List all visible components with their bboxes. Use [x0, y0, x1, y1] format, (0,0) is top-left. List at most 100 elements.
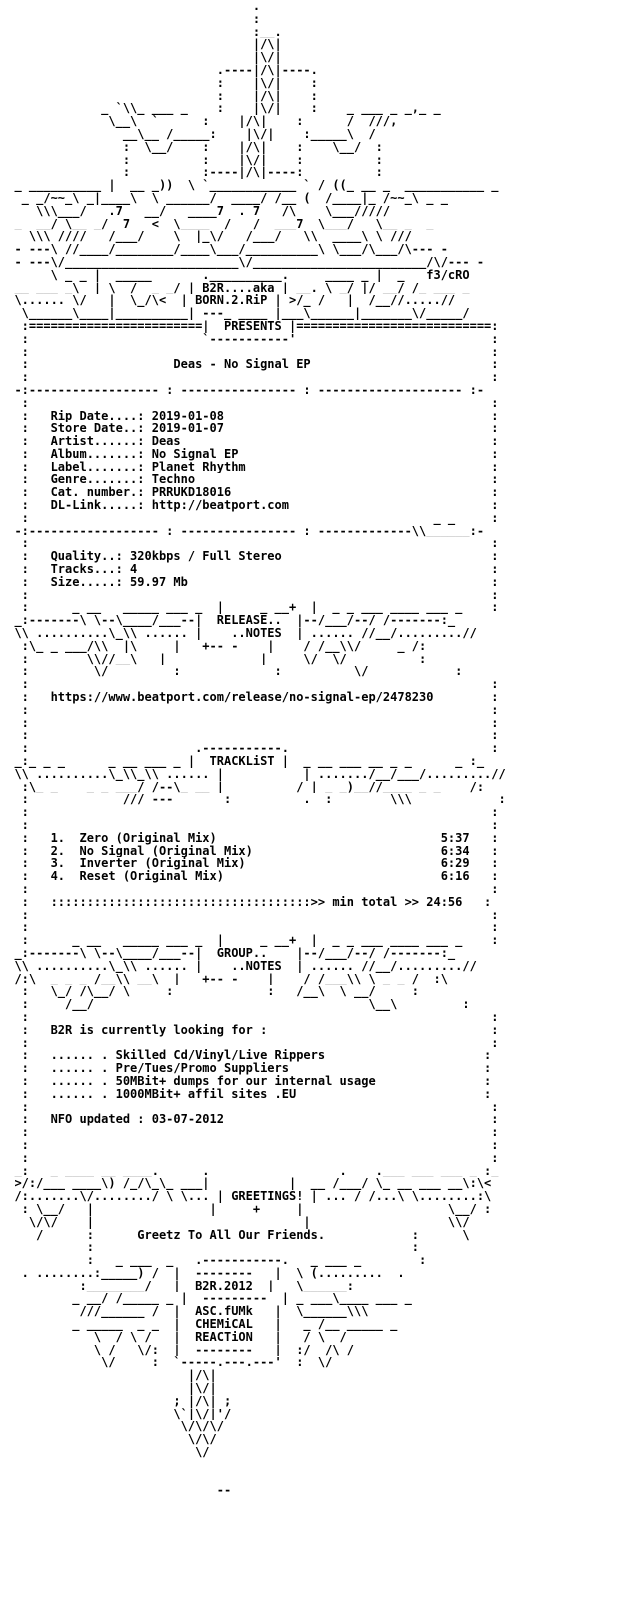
nfo-line: \/\/ | | \\/	[0, 1215, 470, 1229]
nfo-line: : : |\/| : :	[0, 153, 383, 167]
nfo-line: : :	[0, 703, 499, 717]
nfo-line: : :	[0, 1241, 420, 1255]
nfo-line: \/ : `-----.---.---' : \/	[0, 1356, 333, 1370]
nfo-line: \\ ..........\_\\ ...... | ..NOTES | ...…	[0, 627, 477, 640]
nfo-line: : \\//__\ | | \/ \/ :	[0, 652, 427, 666]
nfo-line: \\\ //// /___/ \ |_\/ /___/ \\ ____\ \ /…	[0, 230, 412, 244]
nfo-line: : 1. Zero (Original Mix) 5:37 :	[0, 831, 499, 845]
nfo-line: : Album.......: No Signal EP :	[0, 447, 499, 461]
nfo-line: : _ __ _____ ___ _ | _ __+ | _ _ ___ ___…	[0, 601, 499, 615]
nfo-line: : ...... . 50MBit+ dumps for our interna…	[0, 1074, 492, 1088]
nfo-line: : \__/ : |/\| : \__/ :	[0, 140, 383, 154]
nfo-line: .----|/\|----.	[0, 63, 318, 77]
nfo-line: : :	[0, 396, 499, 410]
nfo-line: : B2R is currently looking for : :	[0, 1023, 499, 1037]
nfo-line: -:------------------ : ---------------- …	[0, 524, 485, 538]
nfo-line: : .-----------. :	[0, 742, 499, 756]
nfo-line: __ ___ _\ | \ / _ _/ | B2R....aka | __. …	[0, 281, 470, 295]
nfo-line: _ __/ /_____ _ | --------- | _ ___\____ …	[0, 1292, 412, 1306]
nfo-line: ///______ / | ASC.fUMk | \______\\\	[0, 1305, 369, 1319]
nfo-line: |\/|	[0, 1382, 217, 1395]
nfo-line: /:.......\/......../ \ \... | GREETINGS!…	[0, 1190, 492, 1203]
nfo-line: : NFO updated : 03-07-2012 :	[0, 1113, 499, 1127]
nfo-line: \/\/\/	[0, 1420, 224, 1434]
nfo-line: : DL-Link.....: http://beatport.com :	[0, 499, 499, 512]
nfo-line: :________/ | B2R.2012 | \______:	[0, 1279, 355, 1293]
nfo-line: /:\ _ _ _ /__\\ __\ | +-- - | / /___\\ \…	[0, 972, 448, 986]
nfo-line: |/\|	[0, 38, 282, 52]
nfo-line: - ---\/________________________\/_______…	[0, 255, 485, 269]
nfo-line: \\ ..........\_\\ ...... | ..NOTES | ...…	[0, 959, 477, 973]
nfo-line: |/\|	[0, 1369, 217, 1383]
nfo-line: : :	[0, 1138, 499, 1152]
nfo-line: : :	[0, 1036, 499, 1050]
nfo-line: : :	[0, 537, 499, 551]
nfo-line: : Store Date..: 2019-01-07 :	[0, 422, 499, 436]
nfo-line: : :	[0, 588, 499, 602]
nfo-line: : _ __ _____ ___ _ | _ __+ | _ _ ___ ___…	[0, 934, 499, 947]
nfo-line: : 2. No Signal (Original Mix) 6:34 :	[0, 844, 499, 858]
nfo-line: : :	[0, 345, 499, 359]
nfo-line: : _ _ :	[0, 511, 499, 525]
nfo-line: : :	[0, 1100, 499, 1114]
nfo-line: : Size.....: 59.97 Mb :	[0, 575, 499, 589]
nfo-line: : \__/ | | + | \__/ :	[0, 1202, 492, 1216]
nfo-line: : Tracks...: 4 :	[0, 563, 499, 576]
nfo-line: _ __________ | __ _)) \ `____________ ` …	[0, 179, 499, 192]
nfo-line: : Artist......: Deas :	[0, 435, 499, 448]
nfo-line: \\ ..........\_\\_\\ ...... | | ......./…	[0, 767, 506, 781]
nfo-line: :	[0, 12, 261, 26]
nfo-line: : |\/| :	[0, 76, 318, 90]
nfo-line: \`|\/|'/	[0, 1407, 232, 1421]
nfo-line: : /__/ \__\ :	[0, 998, 470, 1011]
nfo-line: : /// --- : . : \\\ :	[0, 793, 506, 807]
nfo-line: : :	[0, 678, 499, 692]
nfo-line: \ / \ / | REACTiON | / \ /	[0, 1330, 347, 1344]
nfo-line: .	[0, 0, 261, 13]
nfo-line: :\_ _ _ _ ___/ /--\_ __ | / | _ _)__//__…	[0, 780, 485, 794]
nfo-line: ; |/\| ;	[0, 1394, 232, 1408]
nfo-line: . ........:_____) / | -------- | \ (....…	[0, 1266, 405, 1280]
nfo-line: \...... \/ | \_/\< | BORN.2.RiP | >/_ / …	[0, 294, 456, 308]
nfo-line: - ---\ //____/________/____\___/________…	[0, 243, 448, 256]
nfo-line: : _ ___ _ .-----------. _ ___ _ :	[0, 1254, 427, 1267]
nfo-line: |\/|	[0, 51, 282, 64]
nfo-line: >/:/___ ____\) /_/\_\_ ___| | __ /___/ \…	[0, 1177, 492, 1191]
nfo-line: _ `\\_ ___ _ : |\/| : _ ___ _ _,_ _	[0, 102, 441, 116]
nfo-line: : ::::::::::::::::::::::::::::::::::::>>…	[0, 895, 492, 909]
nfo-line: : ...... . Skilled Cd/Vinyl/Live Rippers…	[0, 1049, 492, 1063]
nfo-line: : Cat. number.: PRRUKD18016 :	[0, 486, 499, 500]
nfo-line: \\\___/ .7 __/ ____7 . 7 /\ \___/////	[0, 204, 391, 218]
nfo-line: \ _ _ | _____ .__________. ____ _ | _ f3…	[0, 268, 470, 282]
nfo-line: : ...... . Pre/Tues/Promo Suppliers :	[0, 1062, 492, 1075]
nfo-line: : https://www.beatport.com/release/no-si…	[0, 691, 499, 704]
nfo-line: _ __/ \__ _/ 7 < \____ / / ___7 \___/ \_…	[0, 217, 434, 231]
nfo-line: : :	[0, 908, 499, 922]
nfo-line: _:_ _ _ _ __ ___ _ | TRACKLiST | _ __ __…	[0, 755, 485, 768]
nfo-line: : Label.......: Planet Rhythm :	[0, 460, 499, 474]
nfo-line: _:-------\ \--\____/___--| RELEASE.. |--…	[0, 614, 456, 628]
nfo-line: --	[0, 1484, 232, 1498]
nfo-line: : \/ : : \/ :	[0, 665, 463, 679]
nfo-line: :========================| PRESENTS |===…	[0, 319, 499, 333]
nfo-line: : Deas - No Signal EP :	[0, 358, 499, 372]
nfo-line: : 3. Inverter (Original Mix) 6:29 :	[0, 857, 499, 871]
nfo-line: : :	[0, 1010, 499, 1024]
nfo-line: _ _____ _ _ | CHEMiCAL | _ /__ _____ _	[0, 1318, 398, 1331]
nfo-line: :\_ _ ___/\\ |\ | +-- - | / /__\\/ _ /:	[0, 639, 427, 653]
nfo-line: : Rip Date....: 2019-01-08 :	[0, 409, 499, 423]
nfo-line: : \_/ /\__/ \ : : /__\ \ __/ :	[0, 985, 420, 999]
nfo-line: : :	[0, 371, 499, 384]
nfo-line: : |/\| :	[0, 89, 318, 103]
nfo-line: \/\/	[0, 1433, 217, 1447]
nfo-line: : :	[0, 882, 499, 896]
nfo-line: -:------------------ : ---------------- …	[0, 383, 485, 397]
nfo-line: : 4. Reset (Original Mix) 6:16 :	[0, 870, 499, 883]
nfo-line: \/	[0, 1446, 210, 1459]
nfo-line: : :	[0, 1126, 499, 1139]
nfo-line: : :	[0, 806, 499, 819]
nfo-line: \______\____|__________| ---_ ____ |___\…	[0, 307, 470, 320]
nfo-line	[0, 1459, 632, 1472]
nfo-line: __\__ /_____: |\/| :_____\ /	[0, 127, 376, 141]
